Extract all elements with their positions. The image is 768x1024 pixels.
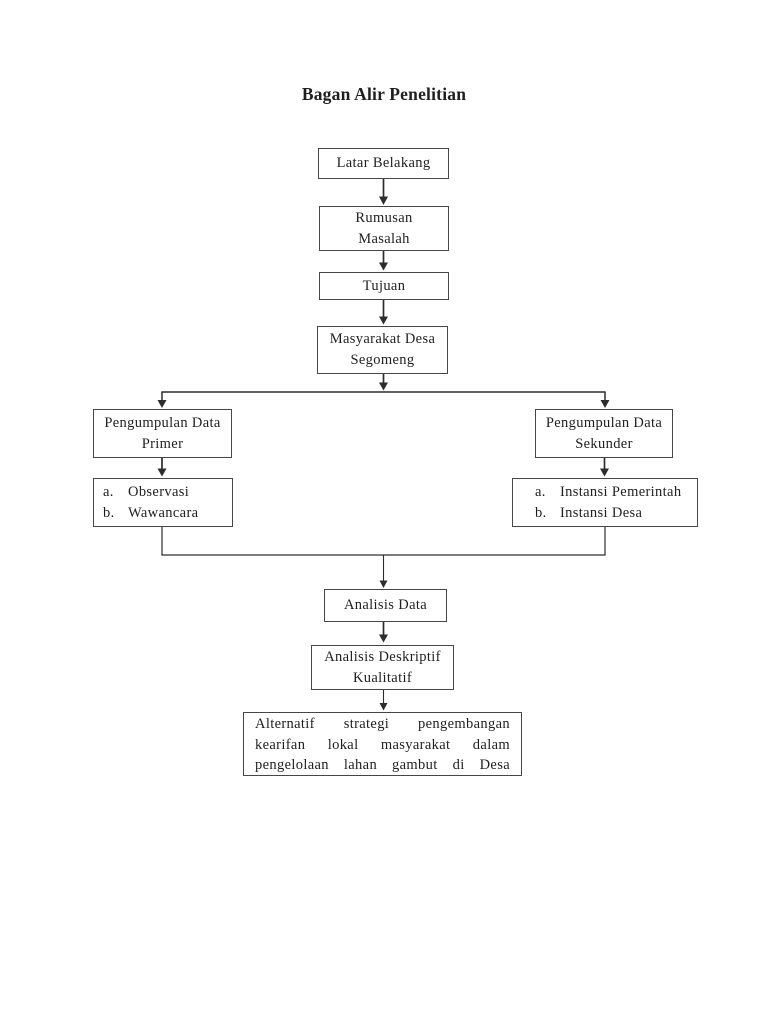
flow-node-rumusan-masalah: Rumusan Masalah [319,206,449,251]
arrow-merge-to-analisis [379,555,388,588]
arrow-analisis-to-deskriptif [379,622,388,643]
arrow-deskriptif-to-hasil [379,690,388,711]
list-item: b. Instansi Desa [535,503,697,524]
list-item: b. Wawancara [103,503,232,524]
hasil-text-line: Alternatif strategi pengembangan [255,716,510,732]
hasil-text-line: pengelolaan lahan gambut di Desa [255,757,510,773]
flow-node-data-primer-list: a. Observasi b. Wawancara [93,478,233,527]
arrow-masyarakat-to-branch [379,374,388,391]
list-item-text: Wawancara [128,505,199,521]
flow-node-analisis-deskriptif-kualitatif: Analisis Deskriptif Kualitatif [311,645,454,690]
arrow-tujuan-to-masyarakat [379,300,388,325]
flow-node-latar-belakang: Latar Belakang [318,148,449,179]
flow-node-pengumpulan-data-primer: Pengumpulan Data Primer [93,409,232,458]
flow-node-analisis-data: Analisis Data [324,589,447,622]
arrow-latar-to-rumusan [379,179,388,205]
page-title: Bagan Alir Penelitian [301,84,467,104]
list-item-marker: a. [103,484,114,500]
list-item-marker: b. [103,505,115,521]
hasil-text-line: kearifan lokal masyarakat dalam [255,736,510,753]
list-item-text: Instansi Desa [560,505,643,521]
arrow-rumusan-to-tujuan [379,251,388,271]
list-item: a. Observasi [103,482,232,503]
list-item-marker: b. [535,505,547,521]
list-item: a. Instansi Pemerintah [535,482,697,503]
flow-node-tujuan: Tujuan [319,272,449,300]
arrow-sekunder-to-list [600,458,609,477]
list-item-text: Instansi Pemerintah [560,484,682,500]
arrow-branch-to-primer [157,392,167,408]
list-item-text: Observasi [128,484,190,500]
list-item-marker: a. [535,484,546,500]
arrow-primer-to-list [157,458,167,477]
flow-node-alternatif-strategi: Alternatif strategi pengembangan kearifa… [243,712,522,776]
flow-node-data-sekunder-list: a. Instansi Pemerintah b. Instansi Desa [512,478,698,527]
arrow-branch-to-sekunder [600,392,610,408]
flow-node-masyarakat-desa-segomeng: Masyarakat Desa Segomeng [317,326,448,374]
flow-node-pengumpulan-data-sekunder: Pengumpulan Data Sekunder [535,409,673,458]
